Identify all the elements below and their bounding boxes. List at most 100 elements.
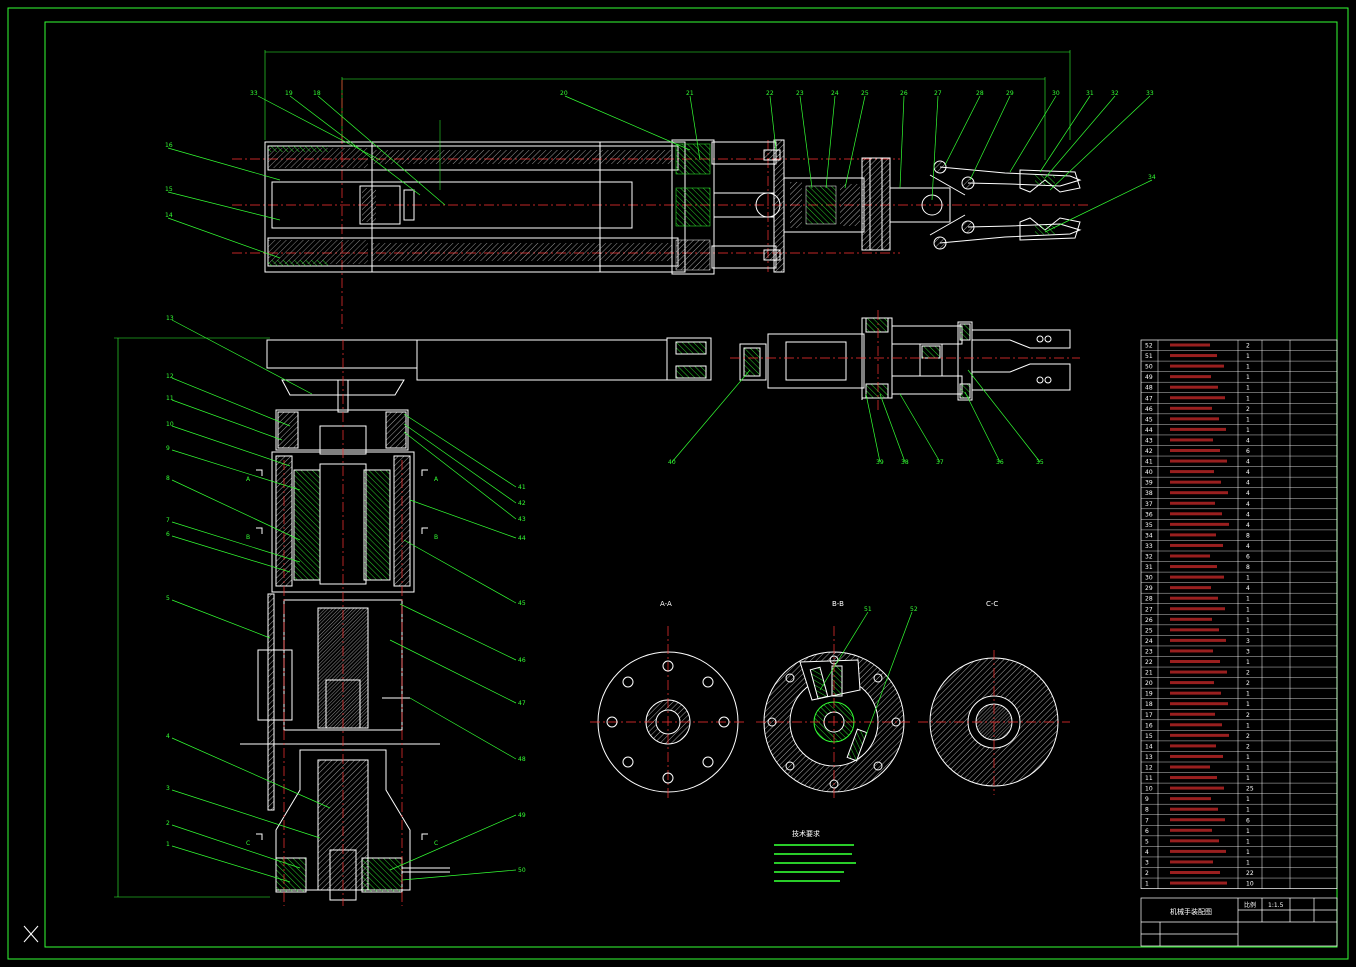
bom-name-bar (1170, 786, 1224, 790)
bom-qty: 4 (1246, 511, 1250, 518)
bom-index: 52 (1145, 343, 1153, 350)
bom-index: 7 (1145, 817, 1149, 824)
bom-qty: 1 (1246, 617, 1250, 624)
bom-name-bar (1170, 491, 1228, 495)
bom-name-bar (1170, 470, 1214, 474)
bom-name-bar (1170, 586, 1211, 590)
callout: 21 (686, 90, 694, 97)
section-marker-labels: A A B B C C (246, 476, 439, 847)
arm-top-view-labels: 40 39 38 37 36 35 (668, 459, 1044, 466)
bom-name-bar (1170, 565, 1217, 569)
bom-qty: 2 (1246, 406, 1250, 413)
bom-index: 2 (1145, 870, 1149, 877)
bom-index: 23 (1145, 648, 1153, 655)
bom-index: 4 (1145, 849, 1149, 856)
callout: 19 (285, 90, 293, 97)
callout: 16 (165, 142, 173, 149)
callout: 51 (864, 606, 872, 613)
callout: 11 (166, 395, 174, 402)
callout: 52 (910, 606, 918, 613)
bom-qty: 25 (1246, 786, 1254, 793)
bom-name-bar (1170, 617, 1212, 621)
callout: 3 (166, 785, 170, 792)
section-view-bb: B-B 51 52 (756, 600, 918, 800)
bom-qty: 1 (1246, 374, 1250, 381)
bom-name-bar (1170, 881, 1227, 885)
bom-qty: 1 (1246, 701, 1250, 708)
bom-index: 17 (1145, 712, 1153, 719)
bom-index: 39 (1145, 480, 1153, 487)
bom-qty: 4 (1246, 501, 1250, 508)
arm-top-view-centers (730, 310, 1080, 410)
bom-qty: 1 (1246, 691, 1250, 698)
top-assembly (232, 50, 1090, 330)
bom-qty: 4 (1246, 585, 1250, 592)
bom-name-bar (1170, 596, 1218, 600)
bom-name-bar (1170, 660, 1220, 663)
callout: 37 (936, 459, 944, 466)
bom-qty: 1 (1246, 828, 1250, 835)
bom-qty: 1 (1246, 627, 1250, 634)
bom-index: 44 (1145, 427, 1153, 434)
bom-name-bar (1170, 638, 1226, 642)
bom-name-bar (1170, 649, 1213, 653)
bom-name-bar (1170, 776, 1217, 780)
bom-qty: 1 (1246, 606, 1250, 613)
arm-top-view (266, 317, 1071, 401)
bom-index: 35 (1145, 522, 1153, 529)
bom-row: 49 1 (1145, 374, 1250, 381)
callout: 22 (766, 90, 774, 97)
bom-name-bar (1170, 681, 1214, 685)
bom-name-bar (1170, 828, 1212, 832)
bom-index: 49 (1145, 374, 1153, 381)
callout: 30 (1052, 90, 1060, 97)
bom-qty: 1 (1246, 807, 1250, 814)
bom-index: 47 (1145, 395, 1153, 402)
bom-index: 41 (1145, 459, 1153, 466)
bom-index: 42 (1145, 448, 1153, 455)
bom-index: 6 (1145, 828, 1149, 835)
bom-name-bar (1170, 712, 1215, 716)
bom-index: 24 (1145, 638, 1153, 645)
bom-index: 45 (1145, 416, 1153, 423)
callout: 13 (166, 315, 174, 322)
bom-index: 29 (1145, 585, 1153, 592)
callout: 24 (831, 90, 839, 97)
bom-index: 43 (1145, 437, 1153, 444)
callout: 47 (518, 700, 526, 707)
bom-index: 1 (1145, 881, 1149, 888)
bom-qty: 2 (1246, 743, 1250, 750)
section-letter: B (434, 534, 438, 541)
bom-name-bar (1170, 765, 1210, 769)
bom-qty: 1 (1246, 395, 1250, 402)
tech-requirements-title: 技术要求 (792, 829, 820, 838)
bom-index: 30 (1145, 575, 1153, 582)
callout: 25 (861, 90, 869, 97)
callout: 40 (668, 459, 676, 466)
bom-index: 27 (1145, 606, 1153, 613)
bom-index: 11 (1145, 775, 1153, 782)
bom-name-bar (1170, 860, 1213, 864)
bom-qty: 6 (1246, 554, 1250, 561)
bom-index: 16 (1145, 722, 1153, 729)
bom-index: 18 (1145, 701, 1153, 708)
section-letter: A (434, 476, 439, 483)
